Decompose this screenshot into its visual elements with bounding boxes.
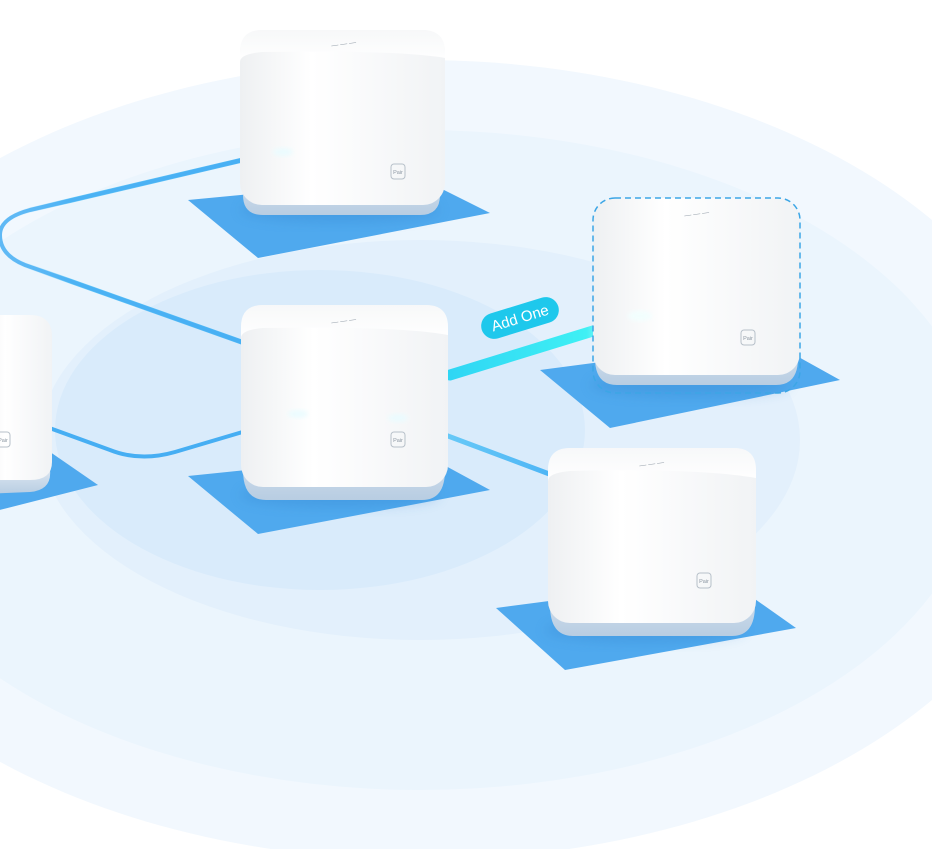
mesh-node-top[interactable]: — — — Pair <box>188 30 490 258</box>
pair-button[interactable]: Pair <box>390 431 406 448</box>
dashed-outline <box>592 197 801 394</box>
svg-text:Pair: Pair <box>743 336 753 342</box>
pair-button[interactable]: Pair <box>740 329 756 346</box>
mesh-node-left[interactable]: Pair <box>0 315 98 515</box>
svg-text:— — —: — — — <box>639 459 665 469</box>
link-left-center <box>0 408 302 459</box>
mesh-node-new[interactable]: — — — Pair <box>540 197 840 428</box>
svg-text:Pair: Pair <box>699 579 709 585</box>
svg-text:Pair: Pair <box>393 438 403 444</box>
svg-text:— — —: — — — <box>331 316 357 326</box>
pair-button[interactable]: Pair <box>696 572 712 589</box>
svg-text:Pair: Pair <box>393 170 403 176</box>
pair-button[interactable]: Pair <box>0 431 11 448</box>
mesh-node-bottom-right[interactable]: — — — Pair <box>496 448 796 670</box>
mesh-node-center[interactable]: — — — Pair <box>188 305 490 534</box>
svg-text:— — —: — — — <box>684 209 710 219</box>
svg-text:— — —: — — — <box>331 39 357 49</box>
svg-text:Pair: Pair <box>0 438 8 444</box>
link-glows <box>273 148 652 422</box>
pair-button[interactable]: Pair <box>390 163 406 180</box>
